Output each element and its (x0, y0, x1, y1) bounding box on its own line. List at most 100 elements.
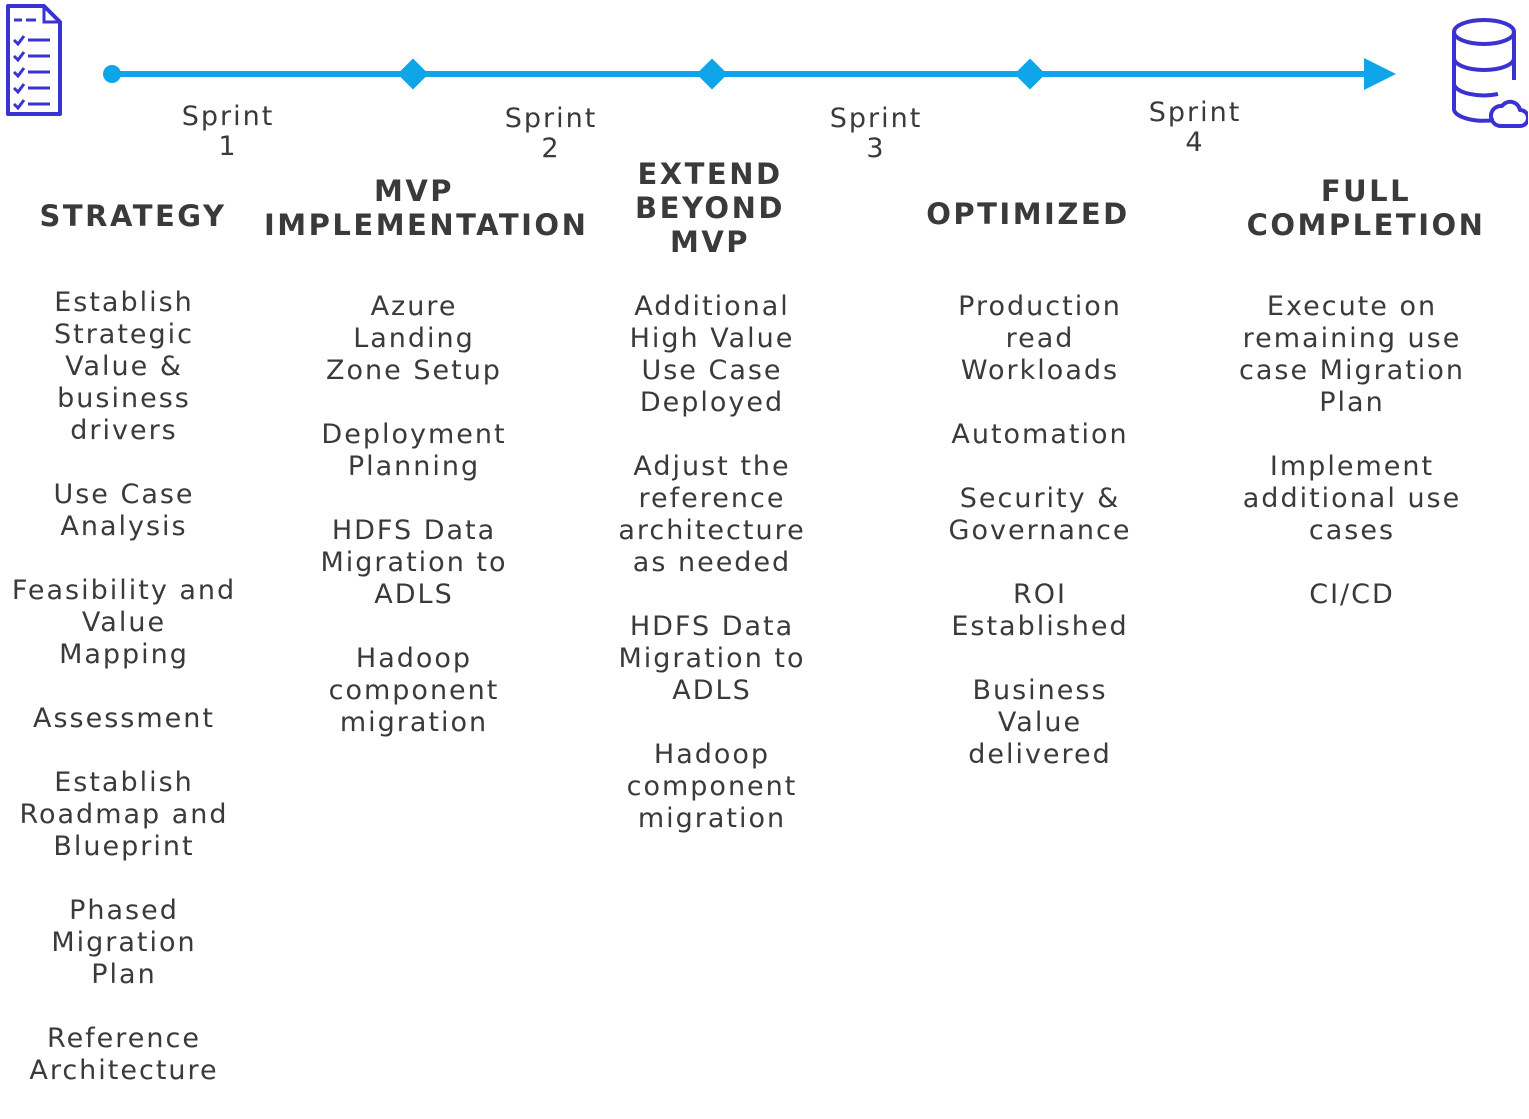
phase-item-line: Landing (353, 323, 475, 354)
phase-item: CI/CD (1232, 579, 1472, 611)
phase-item-line: High Value (629, 323, 795, 354)
phase-title-optimized: OPTIMIZED (926, 197, 1130, 231)
phase-item-line: Phased (69, 895, 179, 926)
phase-item-line: Plan (91, 959, 157, 990)
phase-item-line: Analysis (60, 511, 188, 542)
phase-item-line: ROI (1013, 579, 1067, 610)
phase-item-line: case Migration (1239, 355, 1465, 386)
timeline-milestone-1 (397, 58, 429, 90)
phase-item-line: Architecture (29, 1055, 219, 1086)
phase-item-line: Establish (54, 767, 194, 798)
phase-item-line: business (57, 383, 191, 414)
phase-item-line: Deployment (321, 419, 507, 450)
phase-item-line: Mapping (59, 639, 189, 670)
checklist-document-icon (6, 4, 62, 116)
phase-item-line: Use Case (641, 355, 783, 386)
phase-item-line: Additional (634, 291, 790, 322)
phase-item-line: ADLS (672, 675, 752, 706)
timeline-arrowhead (1364, 58, 1396, 90)
phase-item-line: Assessment (33, 703, 215, 734)
phase-item-line: Hadoop (355, 643, 473, 674)
phase-item-line: drivers (70, 415, 178, 446)
phase-item-line: Business (972, 675, 1108, 706)
phase-item-line: read (1005, 323, 1075, 354)
phase-item: Security &Governance (930, 483, 1150, 547)
phase-item-line: Deployed (639, 387, 785, 418)
phase-item-line: Value & (65, 351, 183, 382)
phase-item-line: delivered (968, 739, 1112, 770)
phase-item: Assessment (4, 703, 244, 735)
phase-item-line: Value (81, 607, 167, 638)
phase-item: Automation (930, 419, 1150, 451)
phase-item-line: Established (951, 611, 1129, 642)
phase-item-line: Use Case (53, 479, 195, 510)
phase-item-line: remaining use (1242, 323, 1462, 354)
phase-item-line: HDFS Data (331, 515, 497, 546)
phase-item-line: Hadoop (653, 739, 771, 770)
phase-item-line: migration (339, 707, 489, 738)
phase-item-line: Roadmap and (19, 799, 229, 830)
phase-item-line: Establish (54, 287, 194, 318)
phase-item-line: Automation (951, 419, 1129, 450)
phase-item-line: Feasibility and (11, 575, 237, 606)
phase-item-line: component (328, 675, 500, 706)
phase-item-line: Migration to (618, 643, 806, 674)
phase-item-line: Strategic (53, 319, 195, 350)
phase-item-line: Blueprint (53, 831, 195, 862)
phase-item-line: as needed (632, 547, 792, 578)
phase-item-line: additional use (1242, 483, 1462, 514)
database-cloud-icon (1452, 18, 1528, 128)
phase-item-line: HDFS Data (629, 611, 795, 642)
phase-item-line: Plan (1319, 387, 1385, 418)
timeline-start-dot (103, 65, 121, 83)
phase-item-line: Zone Setup (326, 355, 502, 386)
timeline-milestone-2 (696, 58, 728, 90)
phase-item-line: component (626, 771, 798, 802)
phase-item-line: Execute on (1266, 291, 1438, 322)
timeline-milestone-3 (1014, 58, 1046, 90)
phase-item-line: Governance (948, 515, 1132, 546)
phase-item-line: Reference (47, 1023, 201, 1054)
phase-item-line: reference (638, 483, 786, 514)
phase-item-line: architecture (618, 515, 806, 546)
phase-item-line: Planning (347, 451, 481, 482)
phase-item-line: Security & (959, 483, 1121, 514)
phase-item-line: Migration to (320, 547, 508, 578)
phase-item-line: cases (1308, 515, 1396, 546)
phase-item-line: migration (637, 803, 787, 834)
phase-item-line: Workloads (960, 355, 1120, 386)
phase-item-line: Adjust the (633, 451, 791, 482)
phase-item-line: Production (958, 291, 1122, 322)
phase-item-line: Azure (370, 291, 458, 322)
phase-item-line: CI/CD (1309, 579, 1395, 610)
